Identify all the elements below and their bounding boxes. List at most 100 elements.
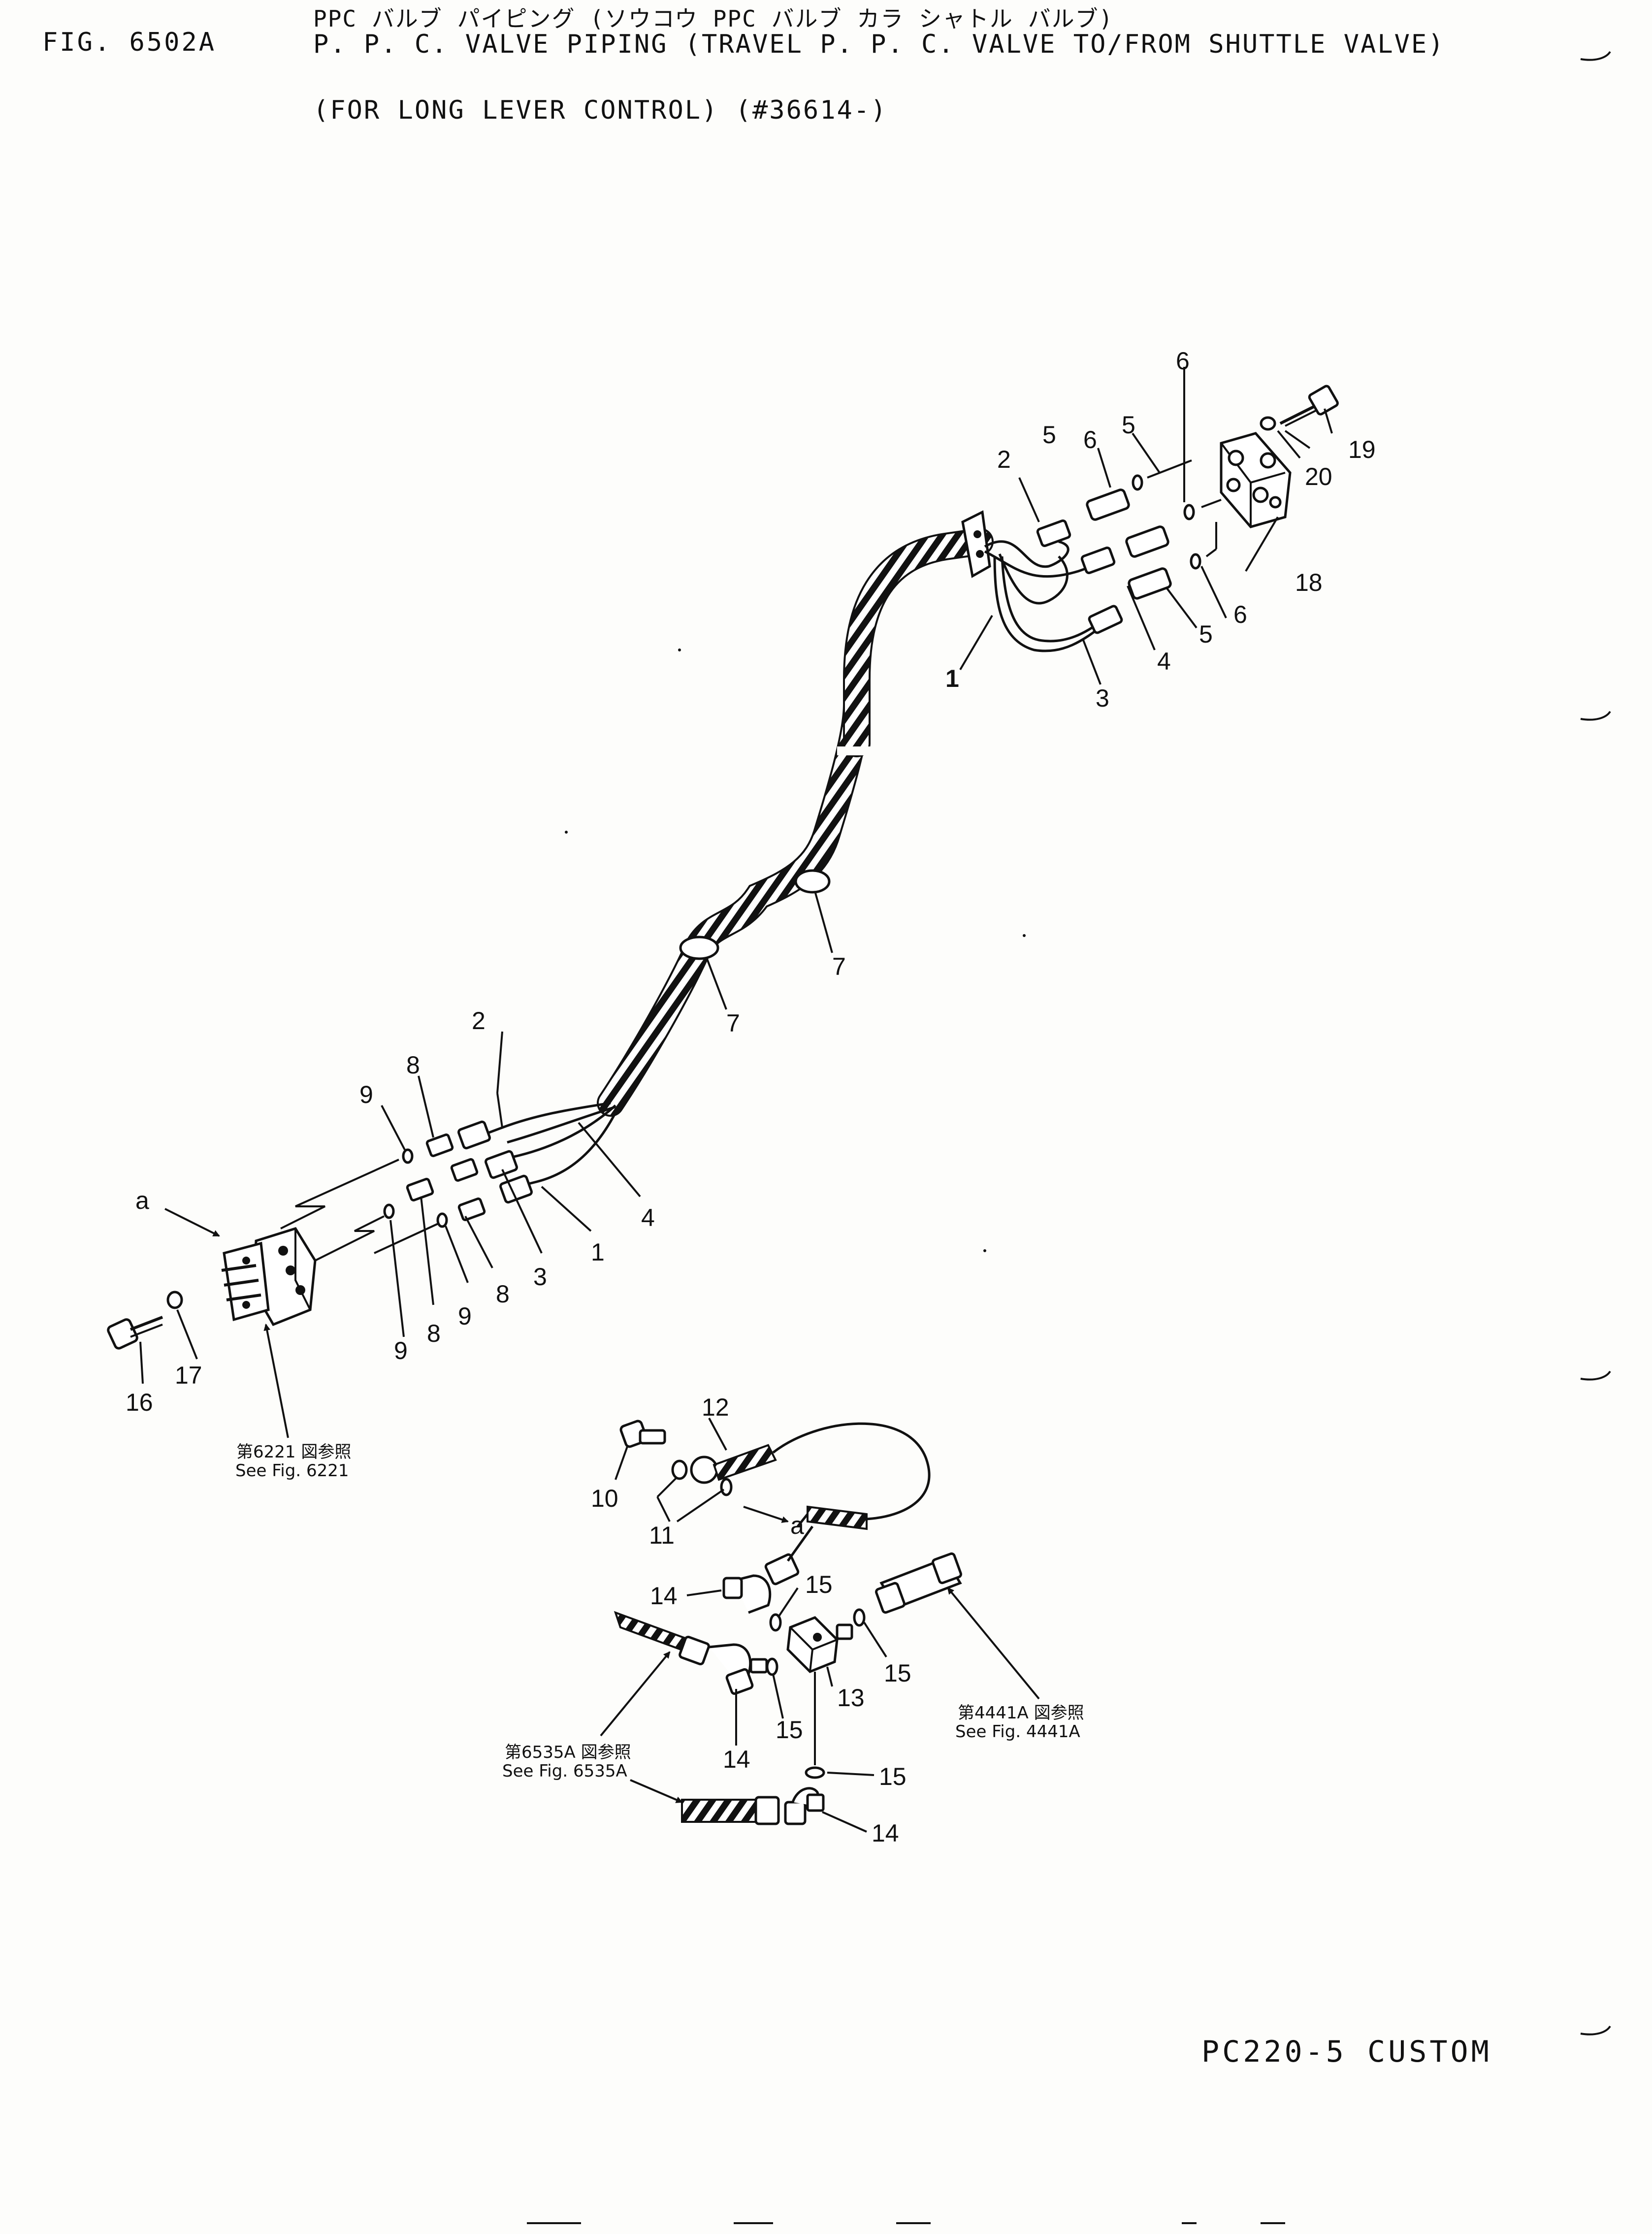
o-ring-9-a [402, 1148, 414, 1164]
ref-6535a-jp: 第6535A 図参照 [505, 1743, 631, 1762]
elbow-14-upper [722, 1574, 772, 1614]
callout-5-mid: 5 [1042, 421, 1056, 449]
callout-a-right: a [790, 1512, 804, 1539]
o-ring-15-a [769, 1613, 782, 1632]
callout-a-left: a [135, 1187, 149, 1214]
adapter-8-d [457, 1198, 486, 1221]
callout-5-low: 5 [1199, 620, 1213, 648]
washer-17 [166, 1291, 183, 1309]
callout-4-top: 4 [1157, 648, 1171, 675]
o-ring-15-d [805, 1766, 825, 1779]
callout-6-top: 6 [1176, 347, 1190, 375]
callout-5-top: 5 [1122, 411, 1135, 439]
hose-end-2-lower [457, 1120, 491, 1150]
o-ring-6-c [1190, 553, 1201, 570]
bolt-16 [107, 1316, 163, 1350]
washer-11-a [671, 1459, 688, 1480]
hoses-lower-left [107, 1101, 619, 1350]
hose-12-sleeve-upper [713, 1444, 777, 1481]
callout-15-mid: 15 [776, 1716, 803, 1744]
hose-12-sleeve-lower [807, 1505, 868, 1530]
o-ring-6-b [1183, 504, 1195, 520]
bracket-top [961, 510, 991, 578]
clamp-7-lower [679, 936, 719, 960]
bolt-19 [1279, 385, 1339, 427]
callout-4-lower: 4 [641, 1204, 655, 1231]
adapter-5-c [1128, 567, 1172, 600]
callout-1-lower: 1 [591, 1238, 605, 1266]
o-ring-15-c [766, 1657, 778, 1676]
adapter-5-b [1125, 525, 1169, 558]
figure-number: FIG. 6502A [42, 28, 217, 57]
model-footer: PC220-5 CUSTOM [1201, 2035, 1492, 2069]
callout-15-right: 15 [884, 1659, 911, 1687]
callout-2-top: 2 [997, 446, 1011, 473]
callout-12: 12 [702, 1393, 729, 1421]
washer-11-b [720, 1478, 733, 1496]
tee-block-13 [786, 1616, 853, 1673]
elbow-14-lower [784, 1787, 825, 1825]
washer-20 [1260, 416, 1276, 431]
hose-12-eye [690, 1456, 718, 1484]
adapter-8-c [406, 1178, 434, 1201]
connector-fig-4441a [875, 1552, 962, 1614]
ref-4441a-jp: 第4441A 図参照 [958, 1703, 1084, 1723]
subtitle: (FOR LONG LEVER CONTROL) (#36614-) [313, 96, 888, 125]
clamp-7-upper [794, 869, 831, 894]
callout-11: 11 [649, 1522, 675, 1549]
hose-end-3-upper [1088, 605, 1123, 634]
callout-9-low: 9 [394, 1337, 408, 1364]
callout-6-mid: 6 [1083, 426, 1097, 453]
callout-6-low: 6 [1233, 601, 1247, 628]
callout-8-top: 8 [406, 1051, 420, 1079]
callout-17: 17 [175, 1361, 202, 1389]
callout-10: 10 [591, 1485, 618, 1512]
o-ring-15-b [853, 1608, 866, 1627]
scan-marks [527, 51, 1611, 2224]
ref-6221-en: See Fig. 6221 [235, 1461, 349, 1481]
joint-bolt-10 [619, 1420, 666, 1448]
callout-16: 16 [126, 1389, 153, 1416]
hose-end-2-upper [1036, 519, 1071, 547]
hoses-upper-right [984, 385, 1339, 652]
callout-2-lower: 2 [472, 1007, 486, 1035]
callout-19: 19 [1348, 436, 1376, 463]
callout-7-lower: 7 [726, 1009, 740, 1037]
callout-18: 18 [1295, 569, 1323, 596]
title-english: P. P. C. VALVE PIPING (TRAVEL P. P. C. V… [313, 30, 1445, 59]
elbow-14-middle [709, 1643, 768, 1695]
hose-fig-6535a-lower [681, 1799, 759, 1823]
callout-14-mid: 14 [723, 1746, 750, 1773]
title-japanese: PPC バルブ パイピング (ソウコウ PPC バルブ カラ シャトル バルブ) [313, 5, 1114, 32]
callout-3-top: 3 [1096, 684, 1109, 712]
callout-13: 13 [837, 1684, 865, 1712]
o-ring-9-b [383, 1203, 395, 1219]
hose-end-3-lower [485, 1150, 518, 1179]
adapter-8-a [425, 1133, 454, 1157]
ref-6221-jp: 第6221 図参照 [236, 1442, 351, 1462]
callout-8-mid: 8 [496, 1280, 510, 1308]
ppc-valve-body [221, 1227, 317, 1327]
o-ring-9-c [436, 1212, 448, 1228]
callout-7-upper: 7 [832, 953, 846, 980]
callout-labels: 6 5 6 5 2 19 20 18 6 5 4 3 1 7 7 2 8 9 4… [126, 347, 1376, 1847]
callout-8-low: 8 [427, 1320, 441, 1347]
sub-assembly-lower [614, 1420, 962, 1825]
callout-15-upper: 15 [805, 1571, 833, 1598]
callout-20: 20 [1305, 463, 1332, 490]
ref-4441a-en: See Fig. 4441A [955, 1722, 1080, 1742]
hose-12-nut [764, 1553, 800, 1586]
callout-3-lower: 3 [533, 1263, 547, 1291]
o-ring-6-a [1132, 474, 1143, 491]
callout-1-top: 1 [945, 665, 959, 692]
adapter-5-a [1086, 488, 1130, 521]
hose-end-4-upper [1080, 547, 1116, 574]
callout-14-low: 14 [872, 1819, 899, 1847]
callout-9-top: 9 [359, 1081, 373, 1108]
ref-6535a-en: See Fig. 6535A [502, 1761, 627, 1781]
cross-references: 第6221 図参照 See Fig. 6221 第4441A 図参照 See F… [235, 1442, 1084, 1781]
callout-9-mid: 9 [458, 1302, 472, 1330]
leader-lines [139, 367, 1333, 1833]
